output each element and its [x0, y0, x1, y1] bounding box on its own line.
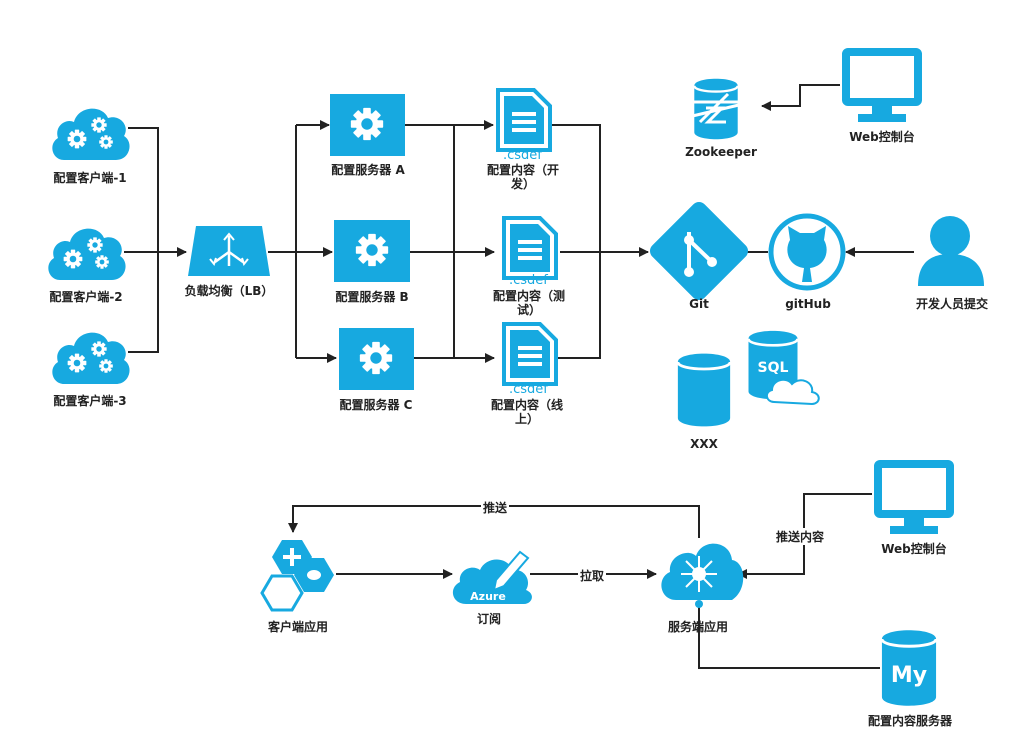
edge-doc-a-git — [552, 124, 601, 252]
edge-web-zk — [761, 84, 840, 111]
doc-dev-label: 配置内容（开发） — [486, 163, 559, 191]
github-label: gitHub — [785, 297, 831, 311]
edge-server-c-up — [414, 125, 455, 359]
server-c-label: 配置服务器 C — [339, 398, 413, 412]
server-app-label: 服务端应用 — [667, 620, 728, 634]
edge-client3-lb — [128, 252, 159, 353]
web-console-bottom-icon — [878, 464, 950, 534]
doc-dev-icon — [496, 88, 552, 152]
doc-test-icon — [502, 216, 558, 280]
doc-test-label: 配置内容（测试） — [492, 289, 565, 317]
server-a-icon — [330, 94, 405, 156]
mysql-icon: My — [880, 628, 938, 708]
client-1-icon — [52, 109, 129, 160]
doc-test-tag: .csdef — [509, 273, 548, 288]
web-console-top-label: Web控制台 — [849, 130, 915, 144]
edge-doc-c-git — [558, 252, 601, 359]
zookeeper-icon — [683, 78, 761, 140]
db-xxx-icon — [676, 352, 732, 428]
server-a-label: 配置服务器 A — [331, 163, 405, 177]
connectors-top — [124, 84, 914, 363]
svg-text:My: My — [891, 663, 927, 688]
web-console-top-icon — [846, 52, 918, 122]
web-console-bottom-label: Web控制台 — [881, 542, 947, 556]
load-balancer-icon — [188, 226, 270, 276]
server-b-icon — [334, 220, 410, 282]
client-3-label: 配置客户端-3 — [53, 394, 127, 408]
edge-label-push-content: 推送内容 — [774, 528, 827, 545]
doc-prod-label: 配置内容（线上） — [490, 398, 563, 426]
client-2-icon — [48, 229, 125, 280]
github-icon — [768, 213, 846, 291]
connector-dot — [695, 600, 703, 608]
azure-icon: Azure — [452, 550, 532, 604]
db-xxx-label: XXX — [690, 437, 718, 451]
client-2-label: 配置客户端-2 — [49, 290, 123, 304]
server-app-icon — [661, 543, 744, 600]
edge-label-pull: 拉取 — [578, 567, 607, 584]
doc-prod-icon — [502, 322, 558, 386]
load-balancer-label: 负载均衡（LB） — [184, 284, 274, 298]
git-icon — [649, 201, 749, 301]
client-app-label: 客户端应用 — [267, 620, 328, 634]
svg-text:SQL: SQL — [758, 360, 789, 376]
client-app-icon — [260, 540, 334, 612]
server-c-icon — [339, 328, 414, 390]
subscribe-label: 订阅 — [476, 612, 501, 626]
doc-prod-tag: .csdef — [509, 382, 548, 397]
developer-icon — [918, 216, 984, 286]
content-server-label: 配置内容服务器 — [867, 714, 952, 728]
edge-label-push: 推送 — [481, 499, 510, 516]
edge-content-server — [698, 604, 880, 669]
server-b-label: 配置服务器 B — [335, 290, 409, 304]
client-1-label: 配置客户端-1 — [53, 171, 127, 185]
edge-client1-lb — [128, 127, 159, 252]
doc-dev-tag: .csdef — [503, 148, 542, 163]
client-3-icon — [52, 333, 129, 384]
git-label: Git — [689, 297, 709, 311]
developer-label: 开发人员提交 — [915, 297, 988, 311]
sql-icon: SQL — [747, 330, 820, 406]
svg-text:Azure: Azure — [470, 590, 506, 603]
zookeeper-label: Zookeeper — [685, 145, 757, 159]
